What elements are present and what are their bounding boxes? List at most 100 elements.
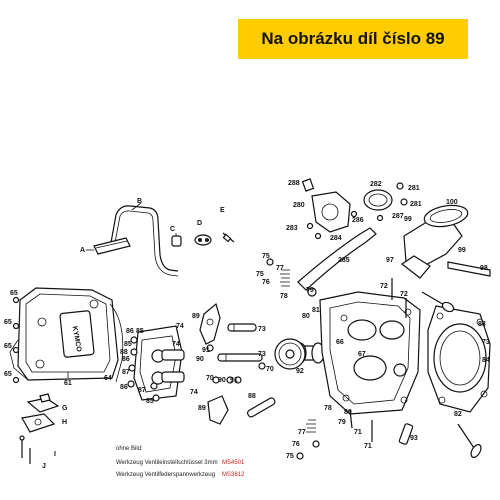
thermostat-cap-282 — [363, 189, 393, 211]
label-99-b: 99 — [458, 247, 466, 254]
label-j: J — [42, 463, 46, 470]
label-71-b: 71 — [364, 443, 372, 450]
label-80-a: 80 — [302, 313, 310, 320]
label-65-b: 65 — [4, 319, 12, 326]
label-i: I — [54, 451, 56, 458]
cylinder-head — [319, 291, 421, 415]
label-84: 84 — [482, 357, 490, 364]
label-75-c: 75 — [286, 453, 294, 460]
label-65-a: 65 — [10, 290, 18, 297]
label-86-d: 85 — [146, 398, 154, 405]
label-86-b: 86 — [122, 356, 130, 363]
label-72-b: 72 — [400, 291, 408, 298]
label-e: E — [220, 207, 225, 214]
label-281-b: 281 — [410, 201, 422, 208]
label-73-b: 73 — [258, 351, 266, 358]
note-row-2-code: MS3812 — [222, 472, 245, 478]
cover-brand-text: KYMCO — [71, 326, 83, 353]
label-100: 100 — [446, 199, 458, 206]
label-89-b: 89 — [198, 405, 206, 412]
label-87-b: 87 — [138, 387, 146, 394]
label-79-b: 79 — [338, 419, 346, 426]
label-g: G — [62, 405, 68, 412]
label-88-b: 88 — [120, 349, 128, 356]
part-number-banner: Na obrázku díl číslo 89 — [238, 19, 468, 59]
label-75-a: 75 — [262, 253, 270, 260]
part-h — [21, 413, 56, 433]
label-286: 286 — [352, 217, 364, 224]
spark-plug-93 — [398, 423, 414, 445]
bolts-91-90 — [206, 344, 266, 384]
rocker-shaft-88 — [247, 397, 276, 418]
heat-shield-98 — [447, 261, 491, 277]
label-72-a: 72 — [380, 283, 388, 290]
label-67: 67 — [358, 351, 366, 358]
label-71-a: 71 — [354, 429, 362, 436]
label-89-a: 89 — [192, 313, 200, 320]
label-74-d: 73 — [482, 339, 490, 346]
head-gasket — [427, 305, 491, 413]
rocker-arm-holder — [133, 325, 185, 401]
label-88-a: 88 — [248, 393, 256, 400]
rocker-shaft-70 — [217, 353, 263, 362]
label-285: 285 — [338, 257, 350, 264]
label-92: 92 — [296, 368, 304, 375]
rocker-arm-lower — [207, 395, 229, 425]
label-283: 283 — [286, 225, 298, 232]
banner-text: Na obrázku díl číslo 89 — [261, 29, 445, 48]
part-d — [194, 234, 212, 246]
label-78-b: 78 — [324, 405, 332, 412]
label-76-a: 76 — [262, 279, 270, 286]
label-83: 83 — [478, 321, 486, 328]
label-93: 93 — [410, 435, 418, 442]
intake-manifold — [400, 204, 469, 279]
label-73-a: 73 — [258, 326, 266, 333]
label-77-a: 77 — [276, 265, 284, 272]
label-288: 288 — [288, 180, 300, 187]
note-row-1-text: Werkzeug Ventileinstellschlüssel 3mm — [116, 460, 218, 466]
label-74-a: 74 — [176, 323, 184, 330]
label-98: 98 — [480, 265, 488, 272]
label-287: 287 — [392, 213, 404, 220]
valve-cover: KYMCO — [9, 287, 124, 383]
label-90-a: 90 — [196, 356, 204, 363]
label-284: 284 — [330, 235, 342, 242]
part-g — [26, 393, 60, 413]
label-d: D — [197, 220, 202, 227]
cam-sprocket — [274, 338, 306, 370]
studs-71 — [349, 278, 407, 442]
label-85-a: 85 — [136, 328, 144, 335]
label-99-a: 99 — [404, 216, 412, 223]
label-78-a: 78 — [280, 293, 288, 300]
label-82: 82 — [454, 411, 462, 418]
part-c — [171, 233, 182, 247]
label-282: 282 — [370, 181, 382, 188]
label-75-b: 75 — [256, 271, 264, 278]
label-97: 97 — [386, 257, 394, 264]
label-81: 81 — [312, 307, 320, 314]
rocker-arm-upper — [199, 302, 221, 345]
label-76-b: 76 — [292, 441, 300, 448]
label-h: H — [62, 419, 67, 426]
label-79-a: 79 — [306, 287, 314, 294]
label-61: 61 — [64, 380, 72, 387]
label-77-b: 77 — [298, 429, 306, 436]
label-86-a: 86 — [126, 328, 134, 335]
label-90-b: 90 — [218, 377, 226, 384]
rocker-shaft-73 — [227, 323, 257, 332]
valve-lower — [457, 423, 482, 458]
label-c: C — [170, 226, 175, 233]
label-91-a: 91 — [202, 347, 210, 354]
parts-i-j — [19, 435, 31, 464]
label-66: 66 — [336, 339, 344, 346]
label-74-c: 74 — [190, 389, 198, 396]
note-row-1-code: MS4501 — [222, 460, 245, 466]
label-65-c: 65 — [4, 343, 12, 350]
thermostat-housing — [301, 178, 351, 233]
label-74-b: 74 — [172, 341, 180, 348]
label-85-b: 85 — [124, 341, 132, 348]
label-a: A — [80, 247, 85, 254]
valve-springs — [266, 258, 320, 460]
label-87-a: 87 — [122, 369, 130, 376]
label-80-b: 80 — [344, 409, 352, 416]
